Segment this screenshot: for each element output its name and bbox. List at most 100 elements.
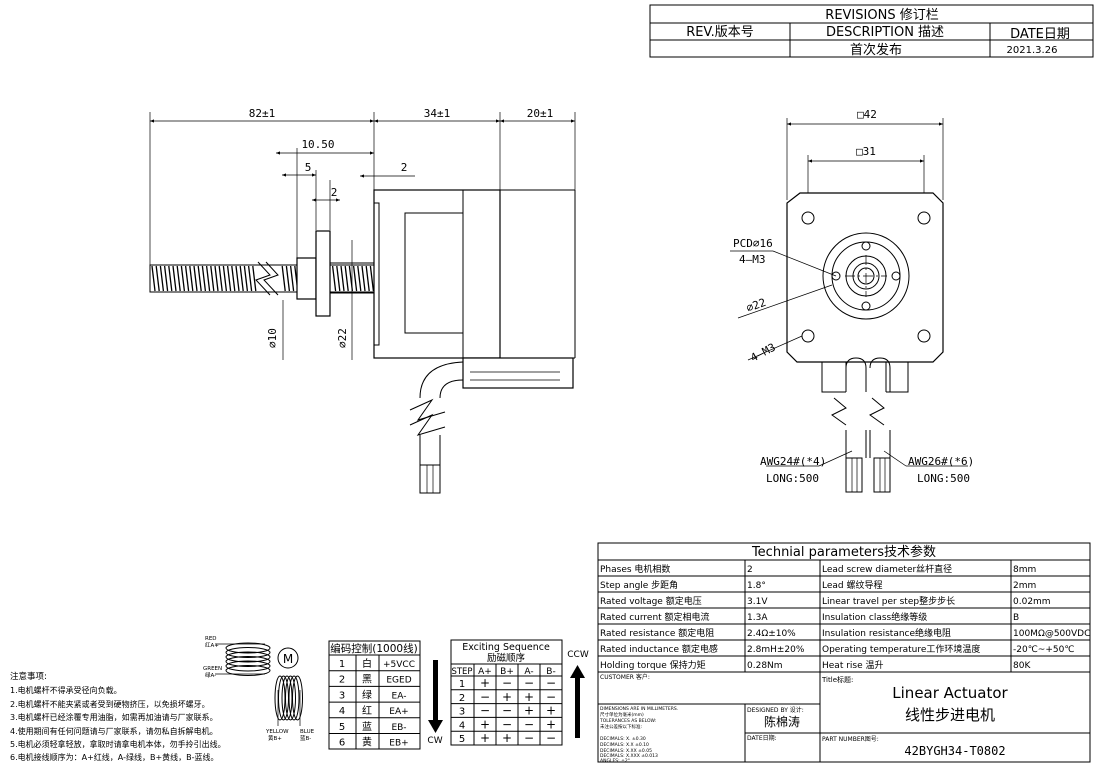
date-header: DATE日期 — [1010, 27, 1070, 42]
tol4: DECIMALS: X.XXX ±0.013 — [600, 753, 658, 759]
sequence-cell: + — [480, 676, 490, 690]
sequence-cell: − — [502, 676, 512, 690]
ccw-label: CCW — [567, 650, 589, 660]
sequence-cell: + — [502, 690, 512, 704]
coil-green-label: GREEN — [203, 666, 222, 672]
revision-description: 首次发布 — [850, 42, 902, 58]
revisions-table: REVISIONS 修订栏 REV.版本号 DESCRIPTION 描述 DAT… — [649, 4, 1094, 58]
param-cell: Rated voltage 额定电压 — [600, 595, 702, 607]
sequence-cell: − — [524, 676, 534, 690]
encoder-cell: 绿 — [362, 688, 372, 701]
param-cell: Lead screw diameter丝杆直径 — [822, 563, 952, 575]
sequence-cell: + — [546, 704, 556, 718]
designer-name: 陈棉涛 — [764, 714, 800, 729]
encoder-cell: EB+ — [389, 739, 408, 749]
sequence-header: A+ — [478, 667, 492, 677]
param-cell: Operating temperature工作环境温度 — [822, 643, 980, 655]
param-cell: 1.8° — [747, 581, 766, 591]
encoder-cell: 黄 — [362, 736, 372, 749]
sequence-cell: + — [524, 704, 534, 718]
coil-red-cn: 红A+ — [205, 641, 219, 649]
long500-label-b: LONG:500 — [917, 472, 970, 485]
coil-green-cn: 绿A- — [205, 671, 216, 679]
pcd-label: PCD⌀16 — [733, 237, 773, 250]
tol1: DECIMALS: X. ±0.30 — [600, 736, 646, 742]
sequence-cell: − — [546, 690, 556, 704]
param-cell: Rated current 额定相电流 — [600, 611, 710, 623]
sequence-cell: + — [480, 717, 490, 731]
m3-label-top: 4—M3 — [739, 253, 766, 266]
notes-title: 注意事项: — [10, 671, 47, 682]
long500-label-a: LONG:500 — [766, 472, 819, 485]
sequence-header: B- — [546, 667, 555, 677]
param-cell: 0.02mm — [1013, 597, 1051, 607]
sequence-cell: 1 — [459, 679, 465, 690]
param-cell: 80K — [1013, 661, 1031, 671]
coil-diagram: RED 红A+ GREEN 绿A- M YELLOW 黄B+ BLUE 蓝B- — [203, 636, 315, 742]
encoder-cell: 3 — [339, 690, 345, 701]
dims-note2: 尺寸单位为毫米(mm) — [600, 711, 644, 718]
customer-label: CUSTOMER 客户: — [600, 673, 650, 681]
dims-note3: TOLERANCES AS BELOW: — [599, 718, 656, 724]
awg24-label: AWG24#(*4) — [760, 455, 826, 468]
encoder-cell: 黑 — [362, 674, 372, 686]
param-cell: B — [1013, 613, 1019, 623]
encoder-cell: 白 — [362, 657, 372, 670]
coil-red-label: RED — [205, 636, 217, 642]
encoder-cell: +5VCC — [383, 660, 415, 670]
encoder-cell: 蓝 — [362, 721, 372, 733]
param-cell: 2mm — [1013, 581, 1036, 591]
note-5: 5.电机必须轻拿轻放，拿取时请拿电机本体，勿手拎引出线。 — [10, 739, 226, 749]
dia22-front-label: ⌀22 — [745, 296, 768, 315]
dim-front-42: □42 — [857, 108, 877, 121]
dim-length-total: 82±1 — [249, 107, 276, 120]
encoder-cell: 4 — [339, 706, 345, 717]
part-number: 42BYGH34-T0802 — [904, 744, 1005, 758]
dim-2-boss: 2 — [401, 161, 408, 174]
note-1: 1.电机螺杆不得承受径向负载。 — [10, 685, 122, 695]
dim-dia22: ⌀22 — [336, 328, 349, 348]
sequence-header: A- — [524, 667, 533, 677]
dim-dia10: ⌀10 — [266, 328, 279, 348]
part-label: PART NUMBER图号: — [822, 736, 879, 743]
motor-symbol: M — [283, 652, 293, 666]
param-cell: Heat rise 温升 — [822, 660, 884, 671]
rev-header: REV.版本号 — [686, 25, 754, 40]
notes: 注意事项: 1.电机螺杆不得承受径向负载。 2.电机螺杆不能夹紧或者受到硬物挤压… — [10, 671, 226, 762]
coil-yellow-label: YELLOW — [265, 729, 289, 735]
param-cell: 100MΩ@500VDC — [1013, 629, 1090, 639]
revisions-title: REVISIONS 修订栏 — [825, 8, 938, 23]
sequence-cell: 3 — [459, 707, 465, 718]
param-cell: 2.8mH±20% — [747, 645, 805, 655]
designed-label: DESIGNED BY 设计: — [747, 706, 804, 714]
encoder-cell: EGED — [386, 676, 411, 686]
param-cell: 0.28Nm — [747, 661, 783, 671]
side-view: 82±1 34±1 20±1 10.50 5 2 2 — [149, 107, 576, 494]
sequence-cell: + — [502, 731, 512, 745]
encoder-cell: EB- — [391, 723, 406, 733]
sequence-cell: − — [524, 731, 534, 745]
sequence-cell: 2 — [459, 693, 465, 704]
note-6: 6.电机接线顺序为：A+红线，A-绿线，B+黄线，B-蓝线。 — [10, 752, 219, 762]
param-cell: Step angle 步距角 — [600, 579, 678, 591]
tol5: ANGLES: ±2° — [600, 758, 630, 764]
sequence-title-en: Exciting Sequence — [462, 642, 550, 653]
coil-blue-cn: 蓝B- — [300, 734, 311, 742]
param-cell: Insulation class绝缘等级 — [822, 611, 927, 623]
dim-2-flange: 2 — [331, 186, 338, 199]
title-cn: 线性步进电机 — [905, 706, 995, 724]
encoder-cell: 5 — [339, 722, 345, 733]
param-cell: 2.4Ω±10% — [747, 629, 796, 639]
param-cell: Phases 电机相数 — [600, 563, 670, 575]
sequence-cell: − — [480, 704, 490, 718]
params-title: Technial parameters技术参数 — [751, 544, 936, 560]
dim-5: 5 — [305, 161, 312, 174]
front-view: □42 □31 PCD⌀16 4—M3 ⌀22 4—M3 — [730, 108, 974, 493]
param-cell: Insulation resistance绝缘电阻 — [822, 627, 951, 639]
description-header: DESCRIPTION 描述 — [826, 25, 944, 40]
note-3: 3.电机螺杆已经涂覆专用油脂，如需再加油请与厂家联系。 — [10, 712, 218, 722]
dim-front-31: □31 — [856, 145, 876, 158]
awg26-label: AWG26#(*6) — [908, 455, 974, 468]
